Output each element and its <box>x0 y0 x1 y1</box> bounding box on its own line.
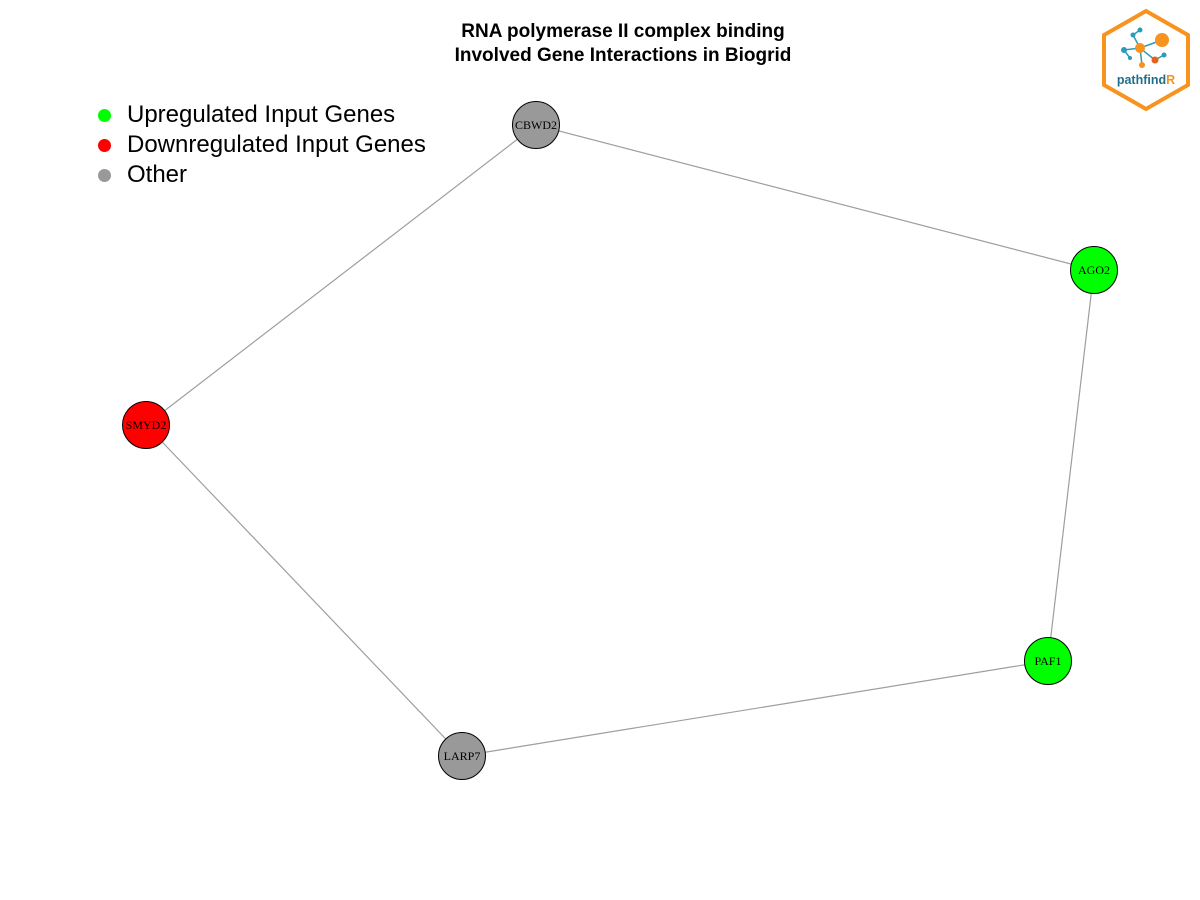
legend-item-other: Other <box>98 160 426 190</box>
legend-dot-upregulated <box>98 108 111 122</box>
legend-dot-downregulated <box>98 138 111 152</box>
node-circle-smyd2 <box>122 401 170 449</box>
edge-smyd2-larp7 <box>145 424 463 757</box>
edge-cbwd2-smyd2 <box>145 124 537 426</box>
edge-layer <box>145 124 1095 757</box>
node-circle-ago2 <box>1070 246 1118 294</box>
logo-hexagon-border <box>1102 8 1190 112</box>
logo-network-icon <box>1121 27 1169 68</box>
legend-label-upregulated: Upregulated Input Genes <box>127 101 396 128</box>
node-label-larp7: LARP7 <box>444 749 481 763</box>
title-line-2: Involved Gene Interactions in Biogrid <box>454 45 792 66</box>
node-label-smyd2: SMYD2 <box>126 418 167 432</box>
node-larp7: LARP7 <box>438 732 486 780</box>
legend-item-upregulated: Upregulated Input Genes <box>98 100 426 130</box>
logo-text-accent: R <box>1166 73 1175 87</box>
chart-title: RNA polymerase II complex binding Involv… <box>0 20 1200 68</box>
legend: Upregulated Input Genes Downregulated In… <box>98 100 426 190</box>
node-label-paf1: PAF1 <box>1035 654 1062 668</box>
node-circle-paf1 <box>1024 637 1072 685</box>
node-paf1: PAF1 <box>1024 637 1072 685</box>
title-line-1: RNA polymerase II complex binding <box>461 21 785 42</box>
edge-larp7-paf1 <box>461 660 1049 757</box>
legend-label-other: Other <box>127 161 188 188</box>
pathfindr-logo: pathfindR <box>1102 8 1190 112</box>
logo-text-main: pathfind <box>1117 73 1166 87</box>
node-circle-cbwd2 <box>512 101 560 149</box>
legend-dot-other <box>98 168 111 182</box>
node-cbwd2: CBWD2 <box>512 101 560 149</box>
edge-ago2-paf1 <box>1047 269 1095 662</box>
node-ago2: AGO2 <box>1070 246 1118 294</box>
node-label-ago2: AGO2 <box>1078 263 1110 277</box>
node-circle-larp7 <box>438 732 486 780</box>
node-smyd2: SMYD2 <box>122 401 170 449</box>
legend-label-downregulated: Downregulated Input Genes <box>127 131 426 158</box>
edge-cbwd2-ago2 <box>535 124 1095 271</box>
logo-text: pathfindR <box>1117 73 1175 87</box>
legend-item-downregulated: Downregulated Input Genes <box>98 130 426 160</box>
node-label-cbwd2: CBWD2 <box>515 118 557 132</box>
